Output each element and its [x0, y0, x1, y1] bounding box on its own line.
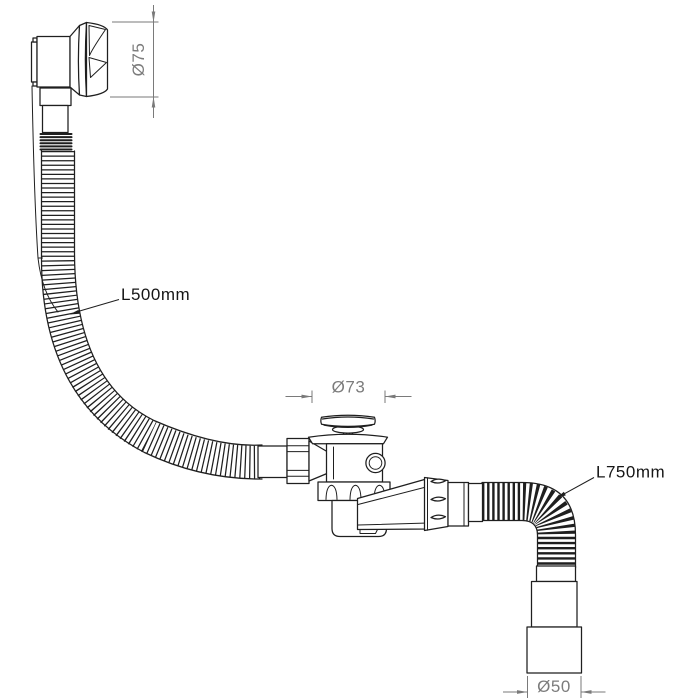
hose-flex-arc	[31, 85, 59, 313]
dim-text-knob-diameter: Ø75	[129, 43, 148, 77]
outlet-pipe-end	[526, 565, 583, 674]
label-overflow-hose-length: L500mm	[69, 285, 190, 315]
leader-arrow-icon	[556, 491, 566, 499]
dim-text-flange-diameter: Ø73	[332, 378, 366, 397]
knob-facet	[88, 57, 107, 78]
overflow-down-pipe	[41, 104, 69, 134]
knob-facet	[88, 25, 106, 56]
overflow-body	[36, 35, 71, 88]
overflow-thread	[39, 133, 73, 151]
dim-arrow-icon	[581, 690, 592, 694]
label-l750-text: L750mm	[596, 463, 665, 482]
hose-sleeve	[257, 445, 288, 479]
dim-outlet-diameter: Ø50	[503, 676, 606, 698]
outlet-nut	[423, 476, 449, 532]
label-l500-text: L500mm	[121, 285, 190, 304]
overflow-head	[30, 21, 109, 151]
dim-text-outlet-diameter: Ø50	[537, 677, 571, 696]
dim-arrow-icon	[385, 394, 396, 399]
dim-arrow-icon	[301, 394, 312, 399]
dim-arrow-icon	[517, 690, 528, 694]
dim-overflow-knob-diameter: Ø75	[110, 5, 159, 118]
leader-arrow-icon	[69, 309, 80, 315]
dim-arrow-icon	[151, 11, 156, 23]
hose-corrugation	[482, 482, 576, 568]
label-outlet-hose-length: L750mm	[556, 463, 665, 499]
hose-sleeve	[467, 482, 484, 523]
knob-rim	[77, 21, 88, 98]
dim-arrow-icon	[151, 96, 156, 108]
waste-fitting	[257, 414, 484, 538]
pop-up-plug	[320, 414, 376, 429]
dim-waste-flange-diameter: Ø73	[285, 378, 412, 403]
hose-corrugation	[41, 151, 263, 479]
waste-flange	[307, 433, 389, 445]
overflow-backplate	[30, 41, 38, 83]
compression-nut	[286, 437, 310, 485]
overflow-hose	[31, 85, 263, 480]
overflow-elbow-collar	[39, 87, 72, 107]
